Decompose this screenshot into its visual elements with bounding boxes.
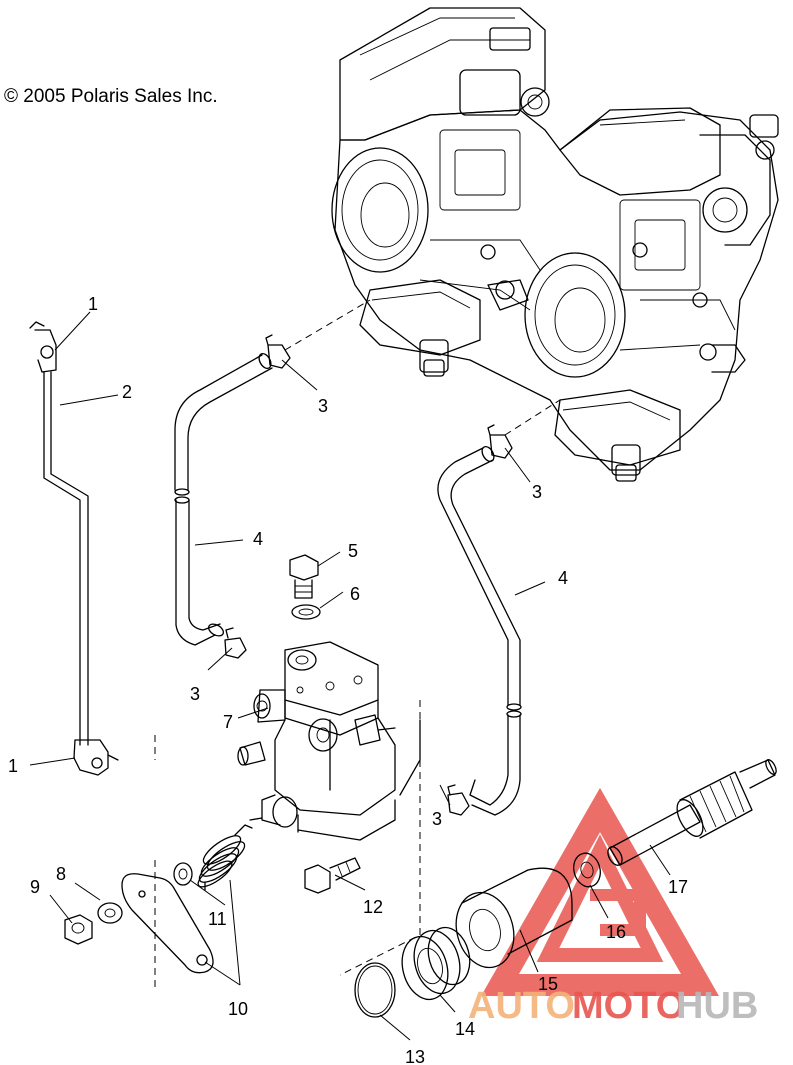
watermark-text: AUTO MOTO HUB xyxy=(468,985,758,1027)
callout-4: 4 xyxy=(558,568,568,588)
leader-lines xyxy=(29,311,671,1041)
callout-2: 2 xyxy=(122,382,132,402)
washer xyxy=(573,852,601,888)
drive-shaft xyxy=(607,759,777,866)
bolt xyxy=(304,857,361,894)
callout-13: 13 xyxy=(405,1047,425,1065)
bushing xyxy=(173,862,193,886)
callout-4: 4 xyxy=(253,529,263,549)
callout-15: 15 xyxy=(538,974,558,994)
carburetor-assembly xyxy=(331,7,779,482)
connector-line-left xyxy=(284,299,371,351)
callout-12: 12 xyxy=(363,897,383,917)
spring xyxy=(197,824,253,891)
callout-11: 11 xyxy=(208,909,227,929)
hose-right xyxy=(437,445,522,816)
washer xyxy=(291,604,321,620)
callout-6: 6 xyxy=(350,584,360,604)
callout-5: 5 xyxy=(348,541,358,561)
callout-7: 7 xyxy=(223,712,233,732)
callout-14: 14 xyxy=(455,1019,475,1039)
callout-8: 8 xyxy=(56,864,66,884)
mounting-plate xyxy=(121,873,214,974)
watermark-hub: HUB xyxy=(676,985,758,1027)
copyright-notice: © 2005 Polaris Sales Inc. xyxy=(4,86,218,107)
vent-line-assembly xyxy=(29,321,119,776)
callout-1: 1 xyxy=(8,756,18,776)
watermark-auto: AUTO xyxy=(468,985,575,1027)
connector-line-right xyxy=(504,399,561,436)
callout-9: 9 xyxy=(30,877,40,897)
callout-17: 17 xyxy=(668,877,688,897)
o-ring xyxy=(354,962,396,1018)
callout-3: 3 xyxy=(190,684,200,704)
fuel-pump xyxy=(237,641,421,841)
callout-3: 3 xyxy=(318,396,328,416)
hose-clamp xyxy=(265,334,291,369)
bolt xyxy=(289,554,319,599)
washer xyxy=(97,902,123,924)
seal xyxy=(401,926,471,1001)
callout-3: 3 xyxy=(532,482,542,502)
watermark-moto: MOTO xyxy=(572,985,685,1027)
group-bracket xyxy=(339,700,421,976)
watermark-logo xyxy=(481,787,719,996)
sleeve xyxy=(455,867,573,969)
callout-3: 3 xyxy=(432,809,442,829)
hose-clamp xyxy=(447,784,470,816)
nut xyxy=(64,914,93,945)
hose-left xyxy=(174,352,273,646)
callout-16: 16 xyxy=(606,922,626,942)
hose-clamp xyxy=(224,627,247,659)
callout-labels: 1 2 3 3 4 5 6 4 3 7 1 3 8 9 11 12 10 13 … xyxy=(8,294,688,1065)
callout-10: 10 xyxy=(228,999,248,1019)
callout-1: 1 xyxy=(88,294,98,314)
